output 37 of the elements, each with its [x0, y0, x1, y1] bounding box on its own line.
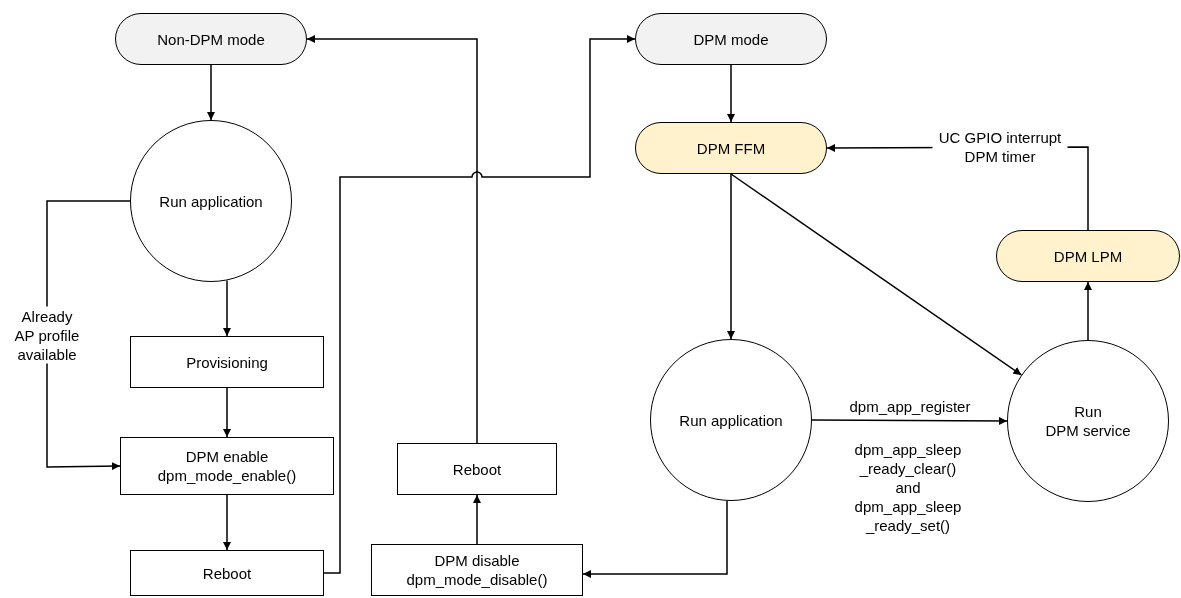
process-box: [130, 550, 324, 596]
node-label: Reboot: [202, 563, 252, 583]
node-label: DPM enable: [185, 447, 269, 466]
arrow: [730, 173, 1023, 376]
node-label: Reboot: [452, 459, 502, 479]
node-label: dpm_mode_disable(): [406, 570, 548, 589]
arrow: [473, 494, 481, 545]
process-box: [371, 544, 583, 596]
node-label: Provisioning: [186, 352, 268, 372]
arrow: [582, 500, 728, 578]
node-label: DPM LPM: [1053, 246, 1123, 266]
arrow: [223, 387, 231, 438]
state-pill: [115, 13, 307, 65]
node-label: dpm_mode_enable(): [157, 466, 297, 485]
node-label: DPM FFM: [696, 138, 766, 158]
arrow: [811, 416, 1008, 425]
node-label: Run application: [159, 191, 263, 211]
process-box: [397, 443, 557, 495]
node-label: Run: [1074, 402, 1102, 421]
node-label: Run application: [679, 410, 783, 430]
arrow: [223, 279, 231, 337]
arrow: [1084, 281, 1092, 341]
process-box: [130, 336, 324, 388]
node-label: DPM service: [1045, 421, 1131, 440]
arrow: [223, 494, 231, 551]
node-label: Non-DPM mode: [157, 29, 265, 49]
state-pill: [996, 230, 1180, 282]
state-pill: [635, 13, 827, 65]
arrow: [727, 173, 735, 340]
note-text: dpm_app_sleep _ready_clear() and dpm_app_sleep _ready_set(): [853, 440, 963, 535]
state-pill: [635, 122, 827, 174]
node-label: DPM disable: [434, 551, 520, 570]
arrow: [207, 64, 215, 121]
arrow: [727, 64, 735, 123]
arrow: [306, 35, 478, 444]
node-label: DPM mode: [693, 29, 769, 49]
process-box: [120, 437, 334, 495]
